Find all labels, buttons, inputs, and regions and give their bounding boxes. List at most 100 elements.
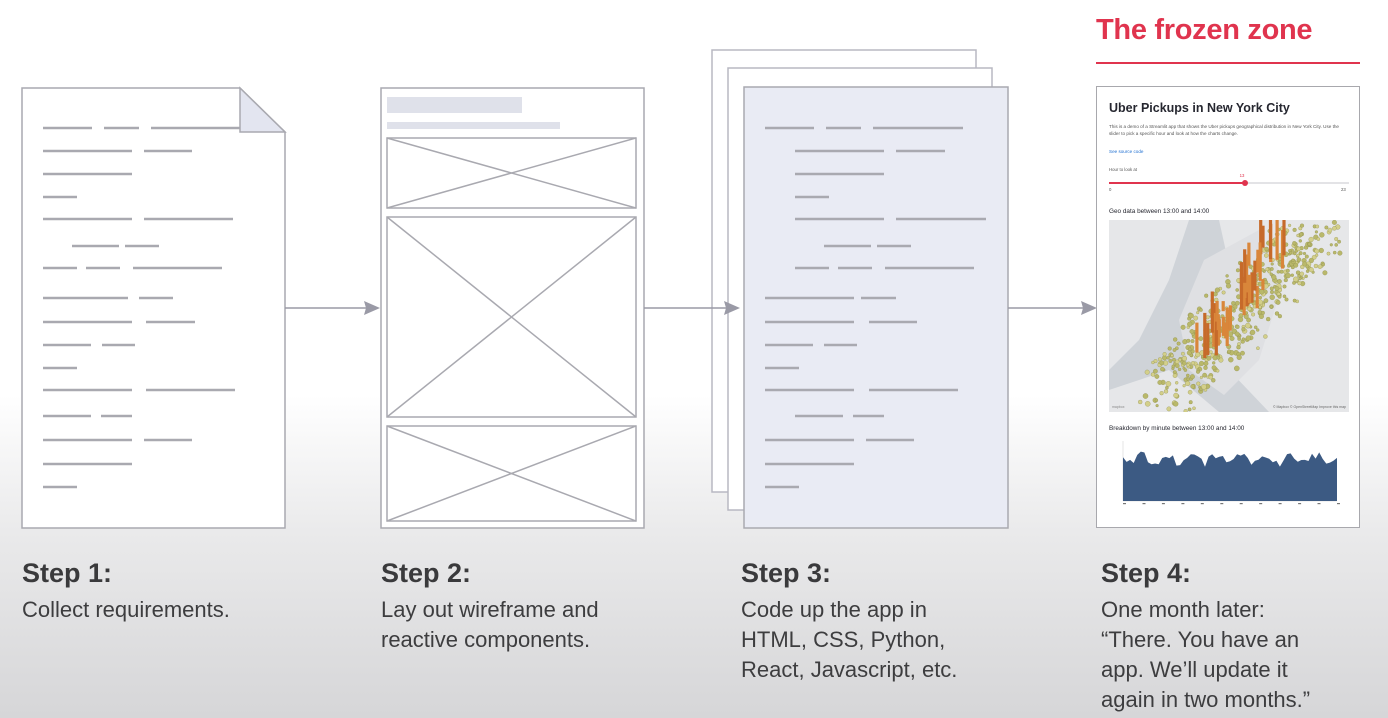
map-pickup-dot	[1196, 311, 1200, 315]
map-density-bar	[1195, 322, 1199, 353]
map-pickup-dot	[1172, 370, 1177, 375]
map-density-bar	[1221, 316, 1225, 336]
map-pickup-dot	[1314, 230, 1318, 234]
wireframe-placeholder-bottom	[386, 425, 637, 522]
map-pickup-dot	[1308, 257, 1314, 264]
map-pickup-dot	[1296, 253, 1300, 257]
chart-tick-mark	[1298, 503, 1302, 505]
map-pickup-dot	[1228, 357, 1234, 363]
map-pickup-dot	[1291, 258, 1295, 262]
map-pickup-dot	[1288, 223, 1292, 227]
map-pickup-dot	[1316, 237, 1321, 241]
map-pickup-dot	[1155, 404, 1159, 408]
map-pickup-dot	[1203, 361, 1209, 366]
map-pickup-dot	[1277, 314, 1282, 319]
map-pickup-dot	[1173, 401, 1179, 407]
map-pickup-dot	[1191, 361, 1196, 366]
chart-tick-mark	[1200, 503, 1204, 505]
map-pickup-dot	[1241, 327, 1246, 332]
map-pickup-dot	[1170, 353, 1174, 357]
map-pickup-dot	[1203, 365, 1208, 370]
map-pickup-dot	[1235, 324, 1240, 329]
map-density-bar	[1258, 242, 1262, 281]
map-pickup-dot	[1326, 251, 1331, 256]
breakdown-area	[1123, 451, 1337, 501]
map-visual	[1109, 220, 1349, 412]
map-pickup-dot	[1321, 262, 1325, 267]
map-density-bar	[1225, 307, 1229, 346]
app-description: This is a demo of a Streamlit app that s…	[1109, 124, 1339, 136]
wireframe-placeholder-top	[386, 137, 637, 209]
map-density-bar	[1256, 249, 1260, 273]
map-pickup-dot	[1337, 239, 1341, 244]
map-pickup-dot	[1270, 262, 1274, 266]
map-density-bar	[1245, 254, 1249, 307]
map-pickup-dot	[1256, 346, 1260, 350]
map-pickup-dot	[1167, 346, 1172, 351]
map-pickup-dot	[1322, 270, 1328, 276]
map-pickup-dot	[1234, 365, 1240, 372]
map-density-bar	[1268, 220, 1273, 259]
map-pickup-dot	[1159, 360, 1165, 366]
map-pickup-dot	[1263, 334, 1268, 339]
map-pickup-dot	[1293, 262, 1299, 268]
map-pickup-dot	[1190, 339, 1195, 344]
map-pickup-dot	[1205, 315, 1210, 320]
map-pickup-dot	[1172, 373, 1178, 378]
wireframe-placeholder-middle	[386, 216, 637, 418]
map-pickup-dot	[1295, 270, 1301, 275]
map-pickup-dot	[1332, 226, 1337, 231]
pickup-map[interactable]: mapbox © Mapbox © OpenStreetMap Improve …	[1109, 220, 1349, 412]
source-code-link[interactable]: See source code	[1109, 149, 1144, 154]
step-1: Step 1: Collect requirements.	[22, 557, 292, 625]
step-2-title: Step 2:	[381, 558, 472, 588]
map-density-bar	[1239, 273, 1244, 310]
map-pickup-dot	[1290, 273, 1294, 277]
map-pickup-dot	[1144, 369, 1150, 375]
map-attribution: © Mapbox © OpenStreetMap Improve this ma…	[1272, 405, 1346, 409]
map-pickup-dot	[1299, 223, 1305, 228]
map-pickup-dot	[1187, 389, 1193, 395]
map-pickup-dot	[1175, 363, 1180, 369]
map-density-bar	[1261, 225, 1265, 248]
map-pickup-dot	[1307, 242, 1311, 246]
map-pickup-dot	[1168, 358, 1173, 363]
frozen-zone-label: The frozen zone	[1096, 14, 1313, 46]
map-pickup-dot	[1292, 227, 1297, 232]
map-pickup-dot	[1236, 354, 1242, 360]
map-pickup-dot	[1298, 239, 1302, 243]
map-pickup-dot	[1293, 251, 1297, 256]
map-pickup-dot	[1181, 355, 1187, 362]
map-pickup-dot	[1319, 232, 1325, 238]
map-pickup-dot	[1185, 380, 1191, 386]
hour-slider-handle[interactable]	[1241, 180, 1248, 186]
map-pickup-dot	[1297, 281, 1302, 286]
map-pickup-dot	[1292, 298, 1297, 303]
arrow-step3-to-step4	[1008, 301, 1097, 315]
map-pickup-dot	[1315, 253, 1319, 257]
map-pickup-dot	[1172, 357, 1176, 362]
map-pickup-dot	[1302, 251, 1307, 256]
map-density-bar	[1216, 314, 1220, 346]
chart-tick-mark	[1161, 503, 1165, 505]
map-pickup-dot	[1308, 267, 1314, 273]
map-density-bar	[1206, 323, 1210, 356]
map-pickup-dot	[1173, 392, 1179, 398]
hour-slider-label: Hour to look at	[1109, 167, 1137, 172]
map-density-bar	[1221, 301, 1225, 312]
map-density-bar	[1210, 291, 1214, 333]
map-pickup-dot	[1181, 351, 1185, 356]
map-pickup-dot	[1166, 356, 1170, 360]
chart-tick-mark	[1259, 503, 1263, 505]
map-pickup-dot	[1162, 352, 1167, 357]
map-pickup-dot	[1256, 328, 1260, 332]
code-documents-stack	[711, 49, 1009, 529]
map-density-bar	[1250, 272, 1254, 303]
step-3-title: Step 3:	[741, 558, 832, 588]
map-pickup-dot	[1292, 241, 1297, 246]
map-pickup-dot	[1206, 355, 1212, 361]
map-pickup-dot	[1270, 290, 1274, 295]
map-pickup-dot	[1221, 290, 1226, 295]
step-4-description: One month later: “There. You have an app…	[1101, 597, 1311, 712]
map-pickup-dot	[1236, 345, 1241, 350]
